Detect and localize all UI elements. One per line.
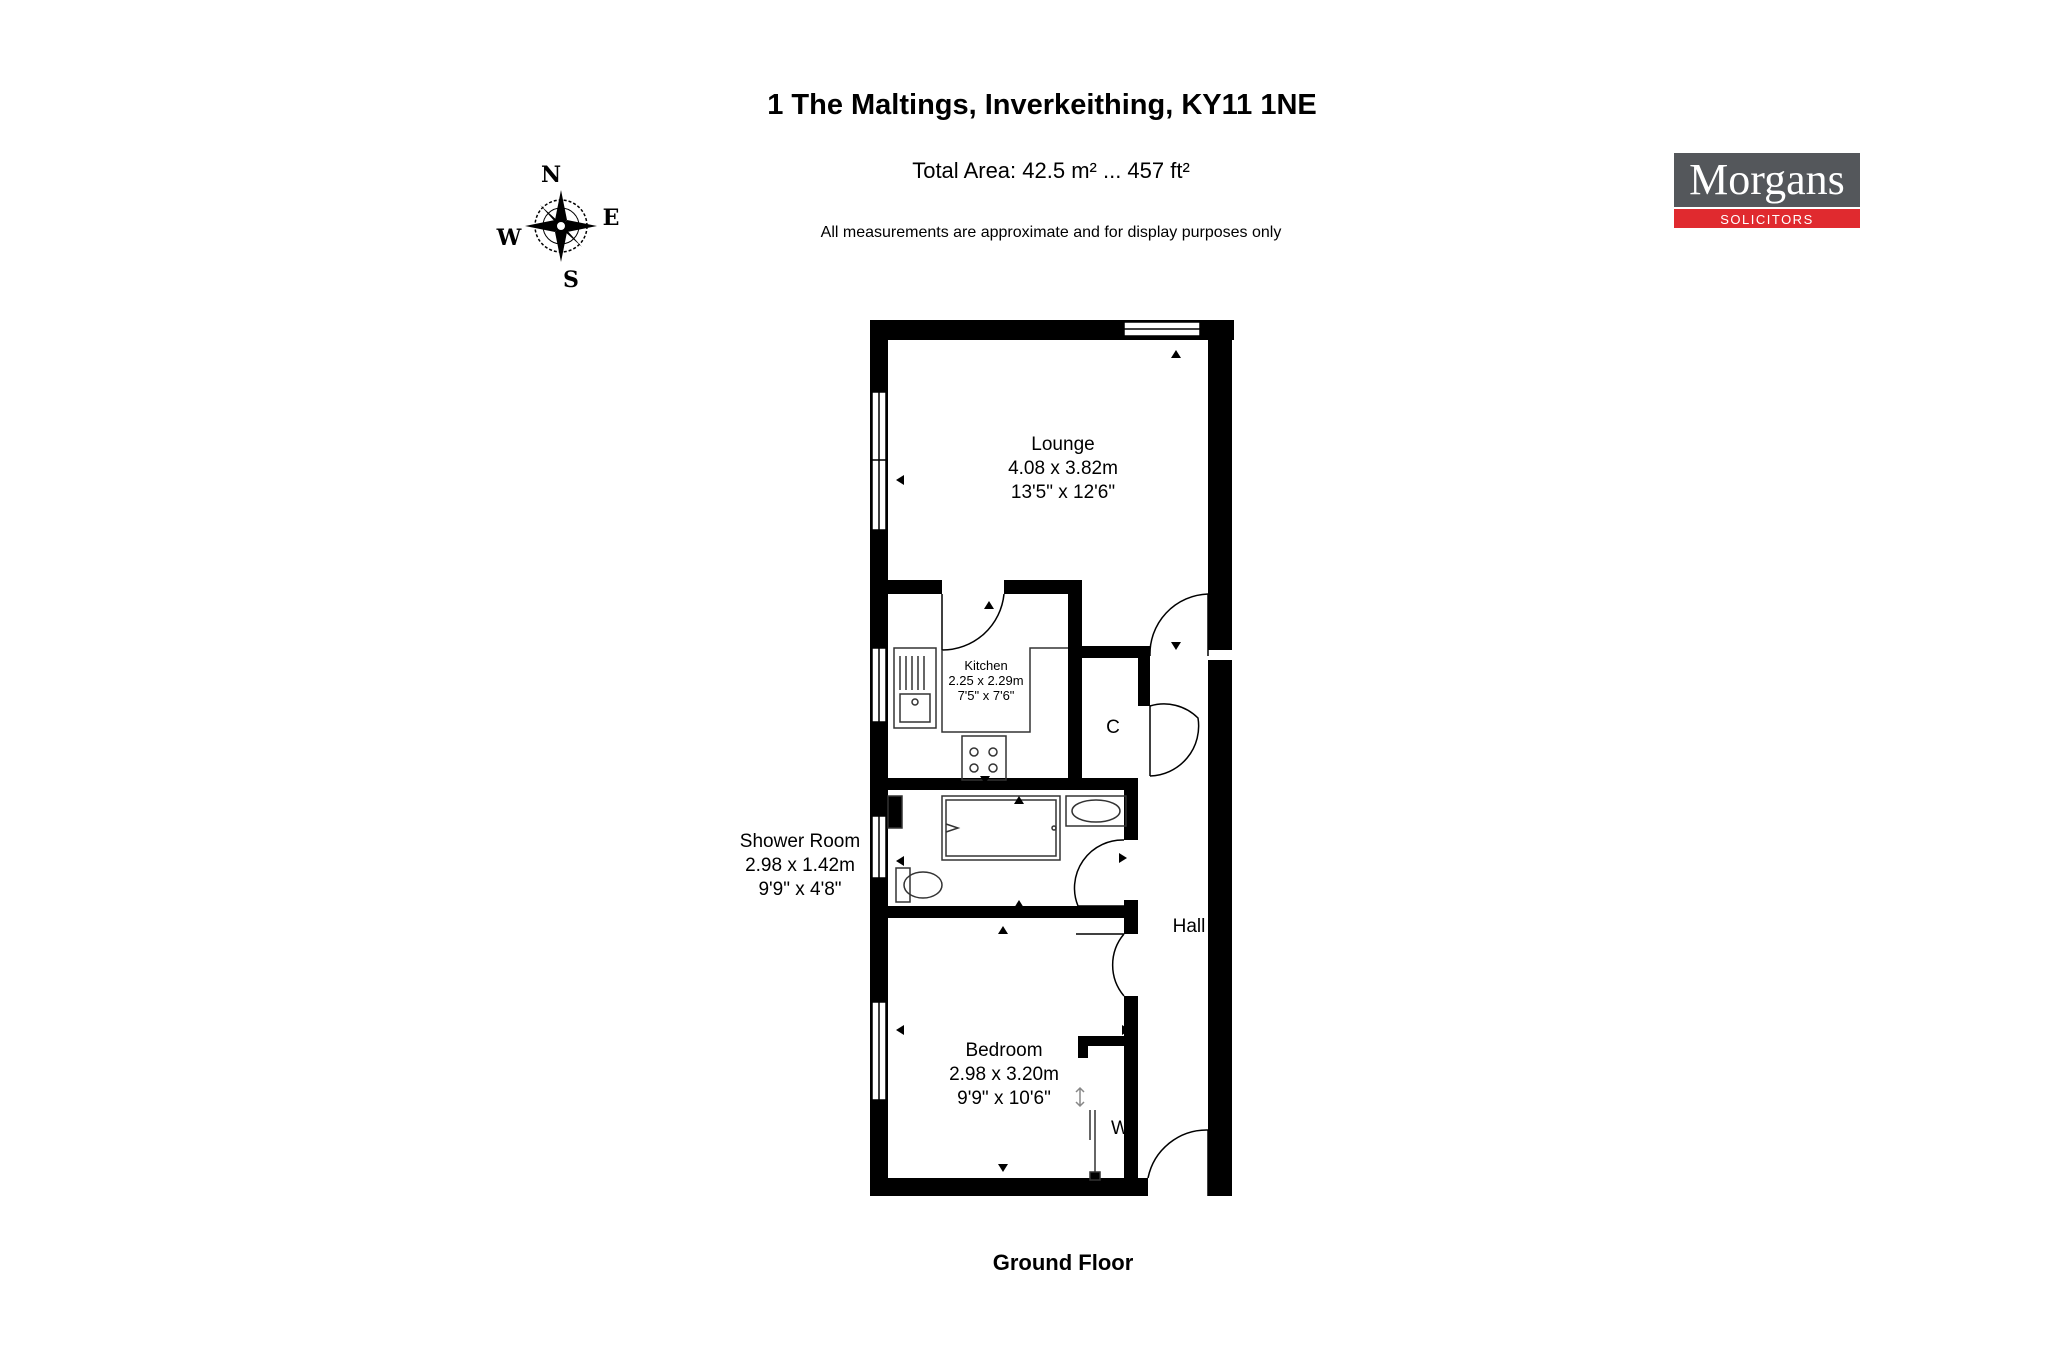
room-wardrobe-name: W <box>1111 1118 1129 1139</box>
walls <box>870 320 1234 1196</box>
room-kitchen-name: Kitchen <box>964 658 1007 673</box>
room-kitchen-metric: 2.25 x 2.29m <box>948 673 1023 688</box>
logo-tagline: SOLICITORS <box>1720 212 1814 227</box>
room-hall-name: Hall <box>1173 916 1206 937</box>
room-shower-metric: 2.98 x 1.42m <box>745 855 855 876</box>
dimension-markers <box>896 350 1224 1172</box>
room-lounge-imperial: 13'5" x 12'6" <box>1011 482 1115 503</box>
room-cupboard-name: C <box>1106 717 1120 738</box>
room-bedroom-name: Bedroom <box>965 1040 1042 1061</box>
room-bedroom-metric: 2.98 x 3.20m <box>949 1064 1059 1085</box>
basin-icon <box>1065 795 1127 827</box>
logo-wordmark: Morgans <box>1689 155 1845 204</box>
floor-label: Ground Floor <box>993 1250 1134 1275</box>
morgans-logo: Morgans SOLICITORS <box>1674 153 1860 228</box>
compass-north: N <box>541 162 561 188</box>
room-shower-imperial: 9'9" x 4'8" <box>758 879 841 900</box>
room-lounge-metric: 4.08 x 3.82m <box>1008 458 1118 479</box>
room-bedroom-imperial: 9'9" x 10'6" <box>957 1088 1051 1109</box>
compass-west: W <box>496 225 522 251</box>
room-shower-name: Shower Room <box>740 831 860 852</box>
windows <box>871 321 1201 1101</box>
doors <box>941 593 1209 1196</box>
property-address: 1 The Maltings, Inverkeithing, KY11 1NE <box>767 89 1317 121</box>
room-lounge-name: Lounge <box>1031 434 1094 455</box>
room-kitchen-imperial: 7'5" x 7'6" <box>958 688 1015 703</box>
shower-fixtures <box>887 795 1127 903</box>
total-area: Total Area: 42.5 m² ... 457 ft² <box>912 158 1190 183</box>
sink-icon <box>893 647 937 729</box>
kitchen-fixtures <box>893 647 1068 781</box>
compass-rose-icon <box>525 190 597 262</box>
compass-east: E <box>603 205 620 231</box>
toilet-icon <box>895 867 911 903</box>
compass-south: S <box>563 267 579 293</box>
disclaimer: All measurements are approximate and for… <box>821 224 1282 241</box>
wardrobe-fixtures <box>1075 1086 1101 1181</box>
hob-icon <box>961 735 1007 781</box>
shower-tray-icon <box>941 795 1061 861</box>
